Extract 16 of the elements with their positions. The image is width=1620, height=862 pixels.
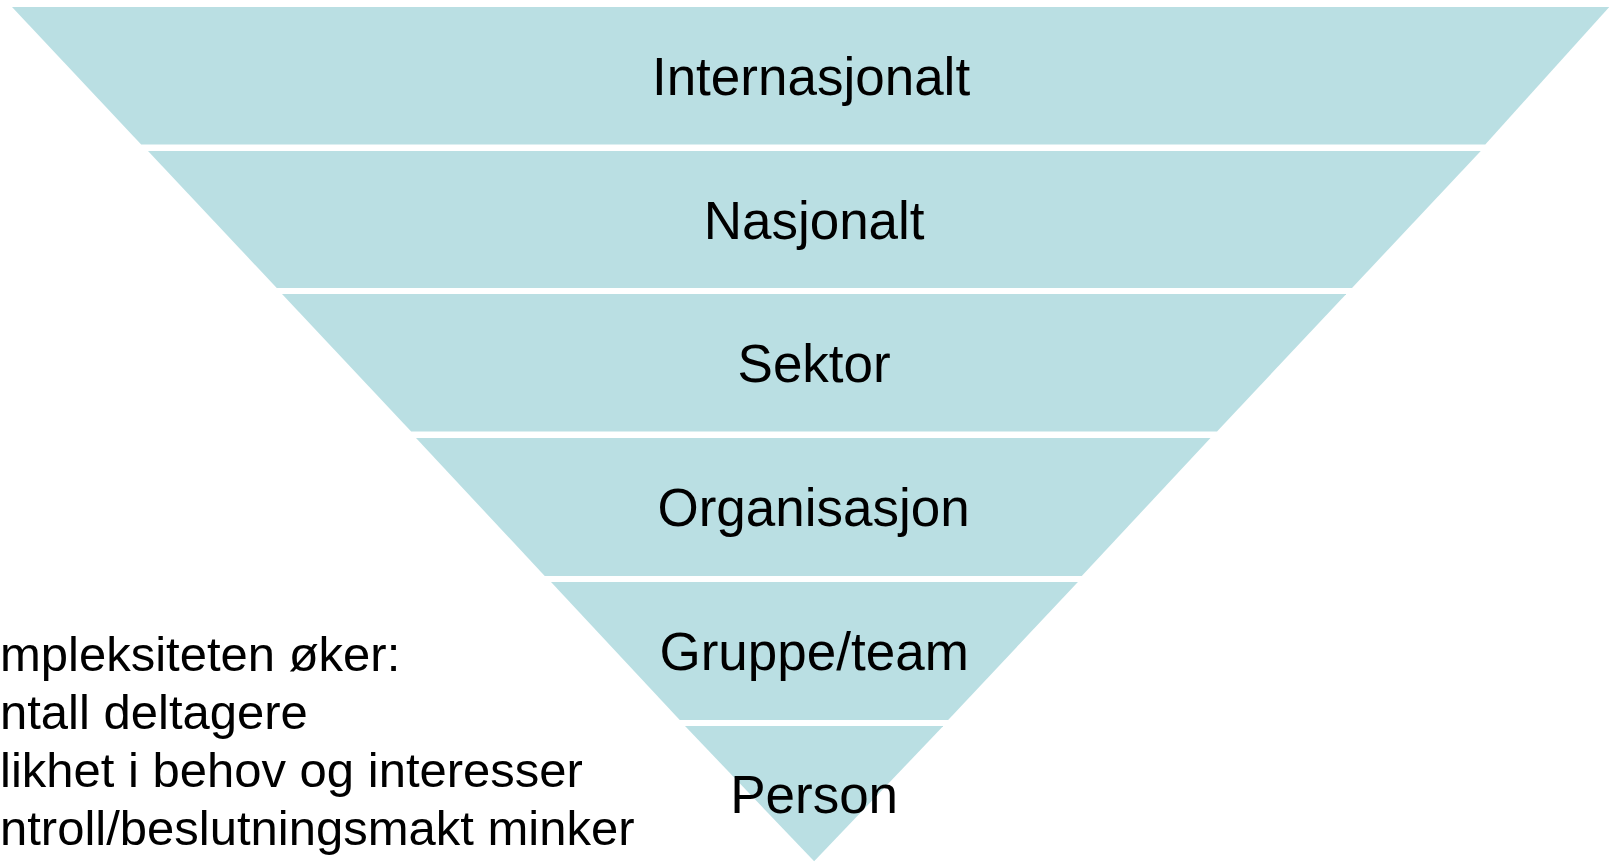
bullet-text: likhet i behov og interesser <box>0 746 583 795</box>
pyramid-band <box>550 581 1078 721</box>
pyramid-tip-band <box>685 726 944 862</box>
bullet-text: ntroll/beslutningsmakt minker <box>0 804 635 853</box>
pyramid-band <box>12 7 1610 145</box>
pyramid-band <box>416 438 1211 577</box>
level-label: Organisasjon <box>656 477 971 539</box>
level-label: Internasjonalt <box>650 45 972 107</box>
level-label: Sektor <box>736 333 892 395</box>
pyramid-band <box>282 294 1347 432</box>
level-label: Person <box>729 764 900 825</box>
level-label: Nasjonalt <box>702 189 926 251</box>
pyramid-band <box>147 150 1481 289</box>
heading-text: mpleksiteten øker: <box>0 630 401 679</box>
bullet-text: ntall deltagere <box>0 688 308 737</box>
level-label: Gruppe/team <box>658 620 970 682</box>
